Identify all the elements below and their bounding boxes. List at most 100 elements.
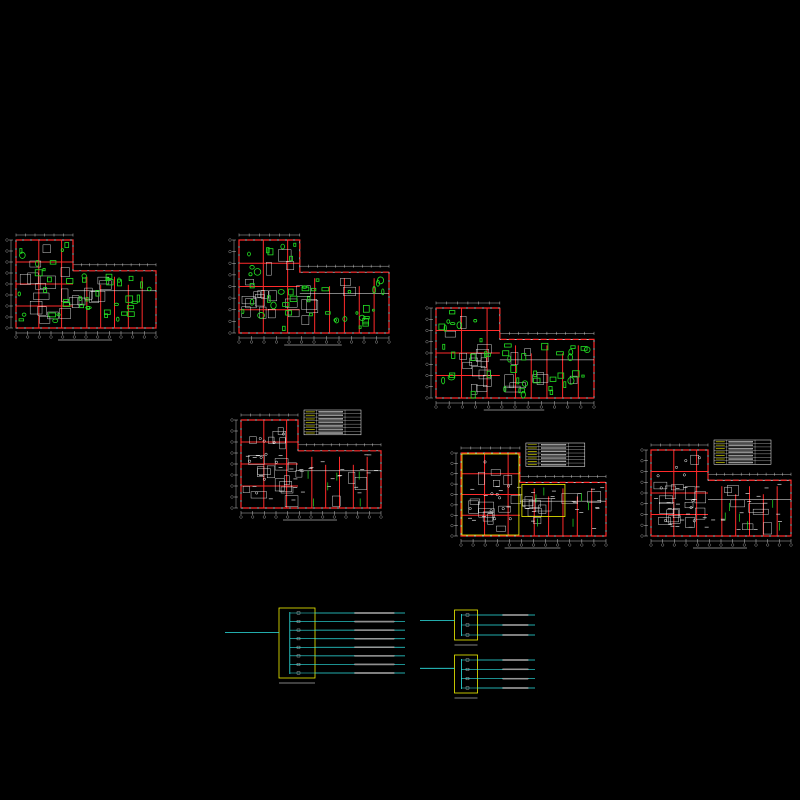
grid-bubble: [142, 335, 146, 339]
legend-symbol: [305, 418, 315, 420]
room-box: [89, 291, 99, 303]
grid-bubble: [425, 329, 429, 332]
room-box: [71, 295, 80, 308]
room-box: [42, 244, 51, 253]
grid-bubble: [275, 340, 278, 344]
furniture-piece: [301, 286, 310, 292]
room-box: [268, 436, 275, 444]
furniture-table: [114, 302, 119, 307]
grid-bubble: [228, 308, 232, 312]
furniture-piece: [572, 370, 580, 378]
furniture-piece: [549, 376, 557, 382]
furniture-piece: [42, 268, 46, 272]
legend-table: [713, 439, 772, 465]
legend-entry: [728, 441, 753, 443]
furniture-piece: [306, 296, 311, 303]
circuit-label-bar: [502, 614, 529, 616]
grid-bubble: [532, 543, 535, 547]
furniture-piece: [442, 343, 446, 350]
room-box: [490, 469, 501, 476]
furniture-table: [568, 348, 574, 356]
grid-bubble: [604, 543, 608, 547]
furniture-table: [449, 322, 456, 326]
room-box: [752, 508, 769, 515]
legend-entry: [728, 451, 753, 453]
grid-bubble: [5, 293, 9, 297]
grid-bubble: [539, 405, 543, 409]
room-box: [283, 475, 290, 485]
furniture-piece: [533, 377, 541, 384]
room-box: [668, 515, 681, 524]
room-box: [469, 357, 478, 366]
grid-bubble: [450, 534, 454, 538]
grid-bubble: [228, 250, 232, 254]
breaker: [465, 613, 470, 617]
light-fixture: [258, 437, 262, 440]
grid-bubble: [640, 502, 644, 506]
legend-entry: [541, 444, 567, 446]
furniture-table: [447, 374, 456, 381]
grid-bubble: [526, 405, 530, 409]
grid-bubble: [84, 335, 88, 339]
room-box: [561, 493, 578, 504]
furniture-piece: [309, 312, 313, 317]
furniture-table: [35, 260, 40, 267]
furniture-table: [507, 355, 512, 363]
furniture-piece: [282, 325, 286, 332]
furniture-table: [60, 248, 64, 252]
furniture-table: [257, 312, 265, 319]
breaker: [465, 623, 470, 627]
light-fixture: [493, 517, 497, 521]
grid-bubble: [425, 340, 429, 344]
grid-bubble: [425, 317, 429, 321]
exterior-wall-red: [238, 239, 390, 334]
furniture-table: [342, 316, 348, 322]
legend-entry: [728, 458, 753, 460]
furniture-table: [52, 318, 59, 324]
room-box: [528, 499, 541, 508]
furniture-piece: [48, 312, 56, 318]
furniture-table: [358, 314, 366, 322]
grid-bubble: [321, 515, 325, 519]
legend-symbol: [305, 425, 315, 427]
room-box: [671, 484, 684, 491]
room-box: [504, 374, 514, 388]
grid-bubble: [474, 405, 477, 409]
grid-bubble: [230, 484, 234, 488]
grid-bubble: [5, 260, 9, 264]
grid-bubble: [228, 261, 232, 265]
furniture-piece: [470, 390, 476, 399]
room-box: [478, 508, 495, 518]
furniture-piece: [516, 377, 520, 385]
grid-bubble: [592, 405, 596, 409]
room-box: [284, 495, 299, 507]
grid-bubble: [5, 326, 9, 330]
grid-bubble: [487, 405, 491, 409]
grid-bubble: [450, 493, 454, 496]
light-fixture: [264, 452, 268, 456]
legend-symbol: [305, 432, 315, 434]
breaker: [296, 637, 301, 641]
furniture-table: [567, 376, 575, 385]
grid-bubble: [580, 543, 584, 547]
panel-enclosure: [454, 654, 478, 694]
grid-bubble: [450, 524, 454, 528]
room-box: [690, 454, 699, 465]
circuit-label-bar: [502, 687, 529, 689]
legend-entry: [318, 414, 343, 417]
grid-bubble: [5, 249, 9, 253]
circuit-label-bar: [354, 612, 395, 614]
room-box: [60, 267, 70, 277]
grid-bubble: [131, 335, 135, 339]
grid-bubble: [661, 543, 665, 547]
furniture-table: [253, 268, 262, 276]
grid-bubble: [37, 335, 41, 339]
room-box: [659, 495, 673, 504]
grid-bubble: [14, 335, 18, 339]
grid-bubble: [387, 340, 391, 344]
room-box: [509, 382, 526, 389]
room-box: [295, 470, 303, 478]
furniture-piece: [267, 295, 271, 303]
furniture-piece: [289, 255, 293, 262]
legend-entry: [318, 425, 343, 427]
